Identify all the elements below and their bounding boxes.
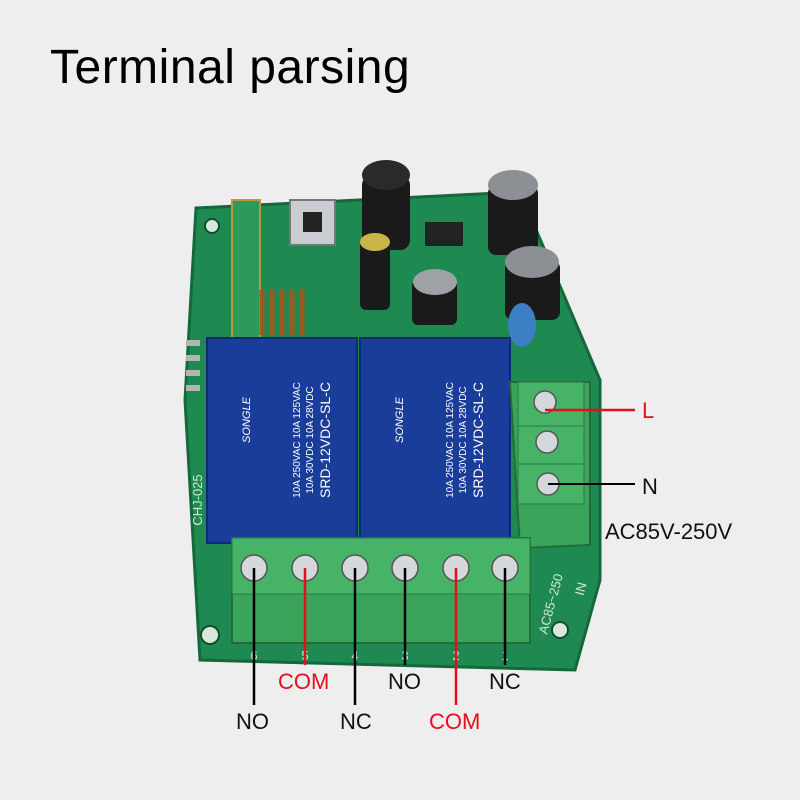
capacitor xyxy=(412,269,457,325)
relay-2-brand: SONGLE xyxy=(394,396,406,443)
relay-2-rating: 10A 30VDC 10A 28VDC xyxy=(458,386,469,493)
capacitor xyxy=(488,170,538,255)
label-pin-1: NC xyxy=(489,669,521,694)
power-terminal-block xyxy=(508,381,591,550)
header-pins xyxy=(186,340,200,391)
relay-2: SRD-12VDC-SL-C 10A 250VAC 10A 125VAC 10A… xyxy=(359,337,511,544)
relay-1-brand: SONGLE xyxy=(241,396,253,443)
label-power-range: AC85V-250V xyxy=(605,519,733,544)
relay-2-model: SRD-12VDC-SL-C xyxy=(470,382,486,498)
ic-chip xyxy=(425,222,463,246)
label-pin-4: NC xyxy=(340,709,372,734)
label-pin-3: NO xyxy=(388,669,421,694)
label-pin-2: COM xyxy=(429,709,481,734)
screw xyxy=(533,390,557,414)
relay-1-rating: 10A 250VAC 10A 125VAC xyxy=(292,382,303,498)
page-title: Terminal parsing xyxy=(50,41,411,94)
silk-in: IN xyxy=(572,581,590,597)
mount-hole xyxy=(204,218,220,234)
label-pin-5: COM xyxy=(278,669,330,694)
rf-module xyxy=(231,199,261,351)
mount-hole xyxy=(551,621,569,639)
label-l: L xyxy=(642,398,655,423)
screw xyxy=(535,430,559,454)
label-pin-6: NO xyxy=(236,709,269,734)
relay-1-model: SRD-12VDC-SL-C xyxy=(317,382,333,498)
relay-1: SRD-12VDC-SL-C 10A 250VAC 10A 125VAC 10A… xyxy=(206,337,358,544)
silk-board-id: CHJ-025 xyxy=(190,474,205,525)
capacitor xyxy=(360,233,390,310)
capacitor xyxy=(362,160,410,250)
antenna-coil xyxy=(259,290,305,335)
resistor xyxy=(508,303,536,347)
label-n: N xyxy=(642,474,658,499)
output-terminal-block: 6 5 4 3 2 1 xyxy=(231,537,531,663)
relay-2-rating: 10A 250VAC 10A 125VAC xyxy=(445,382,456,498)
relay-1-rating: 10A 30VDC 10A 28VDC xyxy=(305,386,316,493)
mount-hole xyxy=(200,625,220,645)
